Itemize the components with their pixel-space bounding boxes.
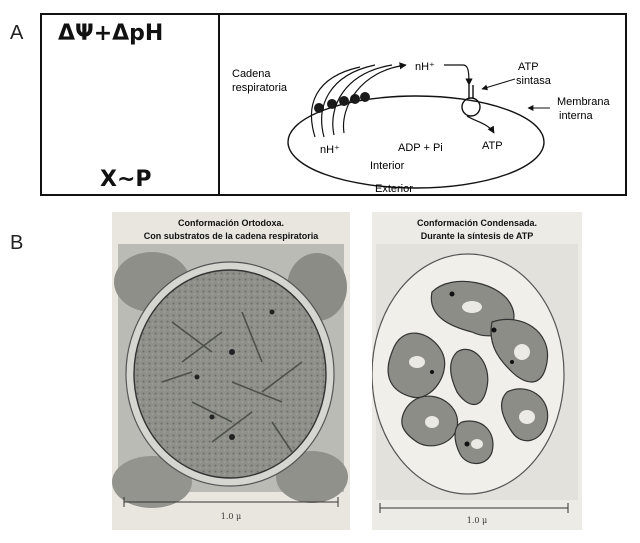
atp-synthase xyxy=(461,85,481,117)
condensed-caption-line2: Durante la síntesis de ATP xyxy=(420,231,534,241)
membrane-label-line1: Membrana xyxy=(557,96,610,108)
chemiosmotic-diagram: nH⁺ Cadena respiratoria ATP sintasa Memb… xyxy=(232,61,610,194)
condensed-mitochondrion-image xyxy=(372,244,578,513)
respiratory-chain-complexes xyxy=(314,92,370,113)
atp-synthase-pointer xyxy=(481,78,516,91)
membrane-label-line2: interna xyxy=(559,110,594,122)
panel-a-letter: A xyxy=(10,22,24,44)
orthodox-caption-line1: Conformación Ortodoxa. xyxy=(177,218,284,228)
mitochondrion-scheme-box: nH⁺ Cadena respiratoria ATP sintasa Memb… xyxy=(218,13,627,196)
adp-label: ADP + Pi xyxy=(398,142,443,154)
orthodox-micrograph: Conformación Ortodoxa. Con substratos de… xyxy=(112,212,350,530)
x-tilde-p-formula: X~P xyxy=(100,167,152,192)
proton-flow-arrow xyxy=(444,64,473,86)
chain-label-line2: respiratoria xyxy=(232,82,288,94)
atp-synthesis-arrow xyxy=(466,115,495,134)
proton-top-label: nH⁺ xyxy=(415,61,435,73)
chain-label-line1: Cadena xyxy=(232,68,271,80)
panel-b-letter: B xyxy=(10,232,24,254)
orthodox-scale-label: 1.0 μ xyxy=(220,512,242,521)
exterior-label: Exterior xyxy=(375,183,413,194)
interior-label: Interior xyxy=(370,160,405,172)
orthodox-caption-line2: Con substratos de la cadena respiratoria xyxy=(143,231,319,241)
atp-synthase-label-line1: ATP xyxy=(518,61,539,73)
proton-bottom-label: nH⁺ xyxy=(320,144,340,156)
condensed-scale-label: 1.0 μ xyxy=(466,516,488,525)
delta-psi-delta-ph-formula: ΔΨ+ΔpH xyxy=(58,21,164,46)
formula-box: ΔΨ+ΔpH X~P xyxy=(40,13,220,196)
atp-label: ATP xyxy=(482,140,503,152)
proton-pump-curves xyxy=(310,62,407,138)
atp-synthase-label-line2: sintasa xyxy=(516,75,552,87)
condensed-scale-bar xyxy=(379,503,569,513)
condensed-micrograph: Conformación Condensada. Durante la sínt… xyxy=(372,212,582,530)
inner-membrane xyxy=(287,95,545,189)
orthodox-scale-bar xyxy=(123,497,339,507)
condensed-caption-line1: Conformación Condensada. xyxy=(416,218,537,228)
orthodox-mitochondrion-image xyxy=(112,244,348,508)
